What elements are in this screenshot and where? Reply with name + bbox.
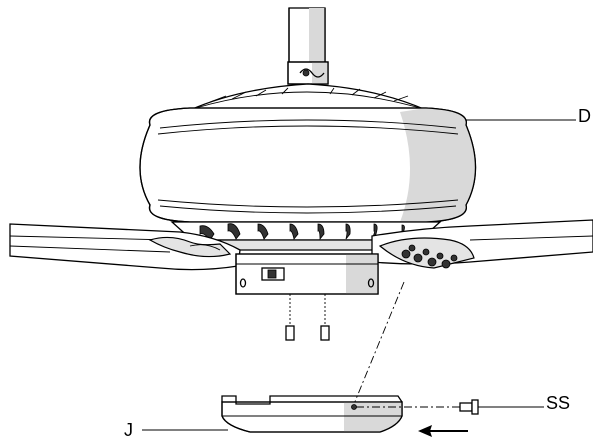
downrod-collar [287,61,329,85]
label-d: D [578,106,591,126]
switch-cover-plate [221,395,403,433]
collar-pin-icon [299,68,325,78]
cover-screw-hole [351,404,357,410]
pull-chain-fob-left [285,325,295,341]
screw-hole-left [239,278,247,288]
downrod [288,7,326,69]
blade-iron-pattern [401,244,458,269]
label-j: J [124,420,133,438]
pull-chain-fob-right [320,325,330,341]
fan-blade-left [9,223,241,271]
screw-hole-right [367,278,375,288]
top-housing [189,83,427,111]
screw-ss [459,399,479,415]
direction-arrow [418,425,468,437]
alignment-line-vertical [353,281,405,405]
pull-chains [285,294,330,341]
fan-blade-right [371,219,593,269]
motor-housing [139,107,477,223]
label-ss: SS [546,393,570,413]
switch-housing [235,253,379,295]
